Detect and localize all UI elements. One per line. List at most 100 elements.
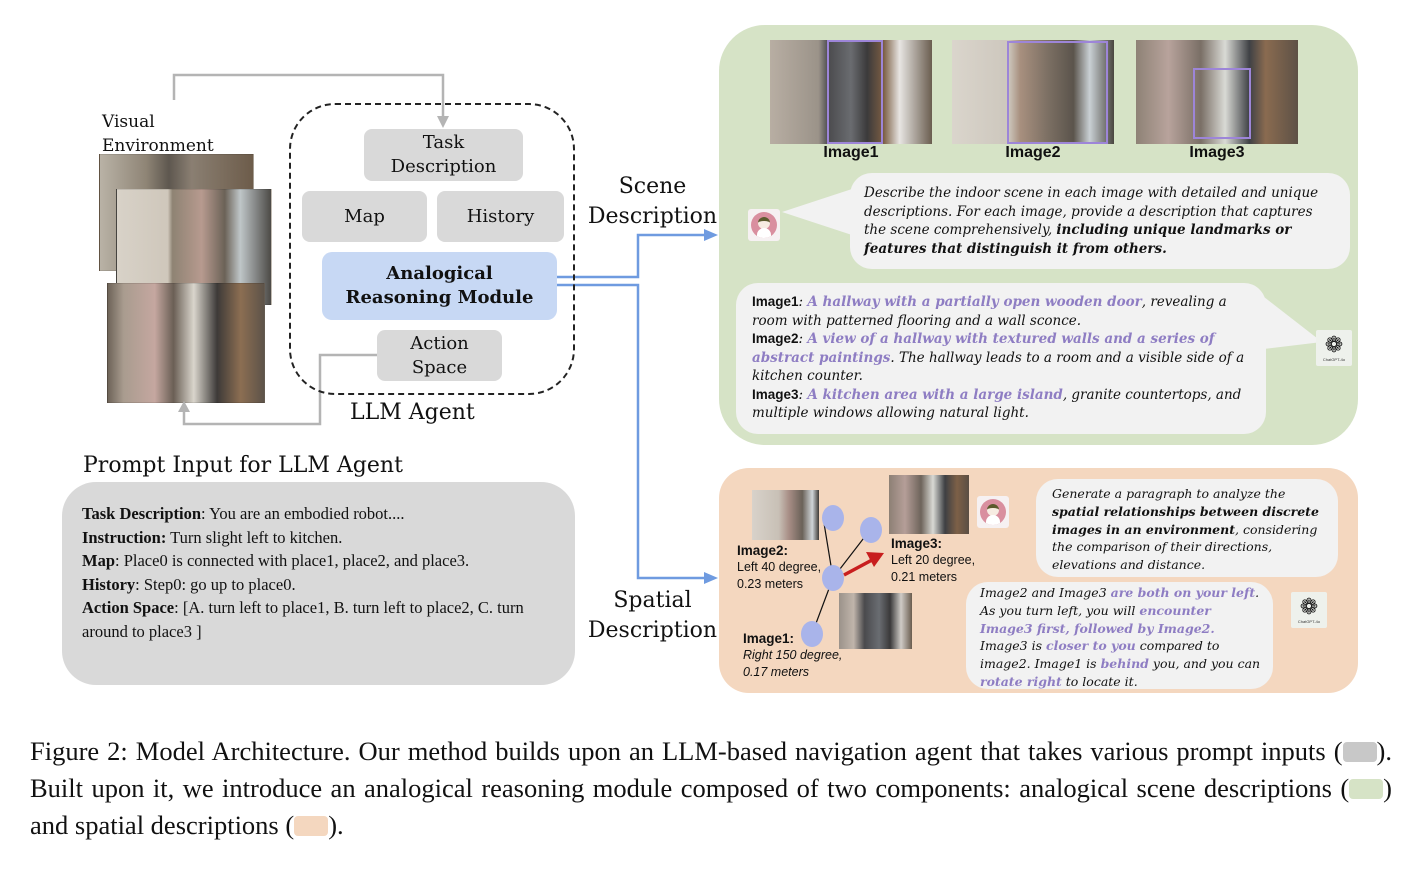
task-description-module: Task Description	[364, 129, 523, 181]
scene-answer-entry: Image3: A kitchen area with a large isla…	[752, 386, 1250, 423]
action-space-line1: Action	[410, 332, 469, 354]
scene-image-2-bbox	[1007, 41, 1108, 144]
scene-image-1	[770, 40, 932, 144]
scene-prompt-text: Describe the indoor scene in each image …	[864, 185, 1319, 238]
prompt-input-box: Task Description: You are an embodied ro…	[62, 482, 575, 685]
prompt-line: Action Space: [A. turn left to place1, B…	[82, 596, 557, 643]
image1-label-title: Image1:	[743, 631, 795, 646]
user-avatar-icon	[748, 209, 780, 241]
action-to-env-arrow	[182, 353, 377, 426]
scene-description-label: Scene Description	[585, 172, 720, 232]
node-image3	[860, 517, 882, 543]
spatial-flow-arrowhead	[704, 572, 718, 584]
prompt-line-key: Task Description	[82, 504, 202, 523]
scene-answer-entry: Image1: A hallway with a partially open …	[752, 293, 1250, 330]
scene-answer-colon: :	[798, 386, 808, 403]
spatial-flow-arrow	[557, 283, 708, 580]
spatial-prompt-emphasis: spatial relationships between discrete i…	[1052, 503, 1319, 537]
llm-agent-boundary	[289, 103, 575, 395]
scene-prompt-emphasis: including unique landmarks or features t…	[864, 222, 1292, 257]
scene-user-prompt: Describe the indoor scene in each image …	[850, 173, 1350, 269]
action-space-module: Action Space	[377, 330, 502, 381]
scene-answer-highlight: A kitchen area with a large island	[807, 386, 1063, 403]
image2-spatial-label: Image2: Left 40 degree, 0.23 meters	[737, 542, 821, 593]
prompt-line: History: Step0: go up to place0.	[82, 573, 557, 597]
spatial-answer-highlight: closer to you	[1045, 638, 1136, 654]
scene-answer-colon: :	[798, 294, 808, 310]
task-description-line2: Description	[390, 156, 497, 177]
prompt-line-key: History	[82, 574, 136, 594]
spatial-answer-highlight: behind	[1100, 656, 1149, 672]
scene-image-3-label: Image3	[1189, 144, 1245, 161]
spatial-description-label: Spatial Description	[585, 586, 720, 646]
node-current-position	[822, 565, 844, 591]
image3-distance: 0.21 meters	[891, 570, 958, 584]
prompt-line: Instruction: Turn slight left to kitchen…	[82, 526, 557, 550]
scene-label-line1: Scene	[618, 174, 687, 199]
environment-photo-3	[107, 283, 265, 403]
spatial-answer-text: compared to image2. Image1 is	[980, 638, 1220, 672]
arm-line1: Analogical	[386, 263, 493, 284]
image2-direction: Left 40 degree,	[737, 560, 822, 574]
chatgpt-logo-caption: ChatGPT-4o	[1322, 356, 1346, 362]
prompt-line-value: : Step0: go up to place0.	[135, 574, 296, 594]
prompt-line: Task Description: You are an embodied ro…	[82, 502, 557, 526]
spatial-answer-highlight: rotate right	[980, 673, 1062, 689]
caption-text-4: ).	[328, 810, 344, 840]
scene-answer-highlight: A view of a hallway with textured walls …	[752, 331, 1215, 366]
action-space-line2: Space	[411, 356, 468, 378]
node-image2	[822, 505, 844, 531]
spatial-answer-text: Image2 and Image3	[980, 585, 1111, 600]
prompt-line-value: : You are an embodied robot....	[201, 504, 405, 523]
scene-answer-text: , revealing a room with patterned floori…	[752, 294, 1227, 329]
spatial-label-line2: Description	[587, 618, 718, 643]
arm-line2: Reasoning Module	[345, 287, 534, 308]
spatial-prompt-text-2: , considering the comparison of their di…	[1052, 521, 1318, 573]
scene-label-line2: Description	[587, 204, 718, 229]
scene-answer-label: Image1	[752, 294, 799, 309]
scene-answer-entry: Image2: A view of a hallway with texture…	[752, 330, 1250, 386]
analogical-reasoning-module: Analogical Reasoning Module	[322, 252, 557, 320]
spatial-answer-text: you, and you can	[1148, 656, 1261, 672]
scene-image-2	[952, 40, 1114, 144]
visual-environment-label: Visual Environment	[102, 110, 214, 158]
caption-text-2: ). Built upon it, we introduce an analog…	[30, 736, 1392, 803]
spatial-answer-highlight: are both on your left	[1110, 585, 1256, 600]
scene-image-2-label: Image2	[1005, 144, 1061, 161]
env-to-task-arrow	[172, 73, 445, 118]
node-image1	[801, 621, 823, 647]
chatgpt-logo-caption: ChatGPT-4o	[1297, 618, 1321, 624]
spatial-image-1	[839, 593, 912, 649]
image3-label-title: Image3:	[891, 536, 943, 551]
prompt-input-title: Prompt Input for LLM Agent	[83, 453, 403, 478]
spatial-label-line1: Spatial	[613, 588, 692, 613]
image2-label-title: Image2:	[737, 543, 789, 558]
llm-agent-label: LLM Agent	[350, 400, 475, 425]
scene-image-3	[1136, 40, 1298, 144]
scene-answer-colon: :	[798, 331, 808, 347]
prompt-line-value: : [A. turn left to place1, B. turn left …	[82, 598, 524, 641]
figure-caption: Figure 2: Model Architecture. Our method…	[30, 733, 1392, 844]
scene-gpt-response: Image1: A hallway with a partially open …	[736, 283, 1266, 434]
spatial-image-2	[752, 490, 819, 540]
image3-direction: Left 20 degree,	[891, 553, 976, 567]
task-description-line1: Task	[422, 132, 465, 153]
chatgpt-logo-icon: ❁ChatGPT-4o	[1316, 330, 1352, 366]
spatial-answer-text: . As you turn left, you will	[980, 585, 1260, 618]
spatial-answer-text: Image3 is	[980, 638, 1046, 654]
image2-distance: 0.23 meters	[737, 577, 804, 591]
scene-flow-arrow	[557, 233, 708, 279]
prompt-line-key: Action Space	[82, 598, 175, 617]
orange-swatch	[294, 816, 329, 836]
env-to-task-arrowhead	[437, 116, 449, 128]
prompt-line-value: Turn slight left to kitchen.	[166, 527, 343, 547]
chatgpt-logo-icon: ❁ChatGPT-4o	[1291, 592, 1327, 628]
scene-answer-text: , granite countertops, and multiple wind…	[752, 386, 1242, 422]
history-module: History	[437, 191, 564, 242]
spatial-image-3	[889, 475, 969, 534]
image1-direction: Right 150 degree,	[743, 648, 843, 662]
prompt-line: Map: Place0 is connected with place1, pl…	[82, 549, 557, 573]
scene-flow-arrowhead	[704, 229, 718, 241]
scene-image-1-label: Image1	[823, 144, 879, 161]
